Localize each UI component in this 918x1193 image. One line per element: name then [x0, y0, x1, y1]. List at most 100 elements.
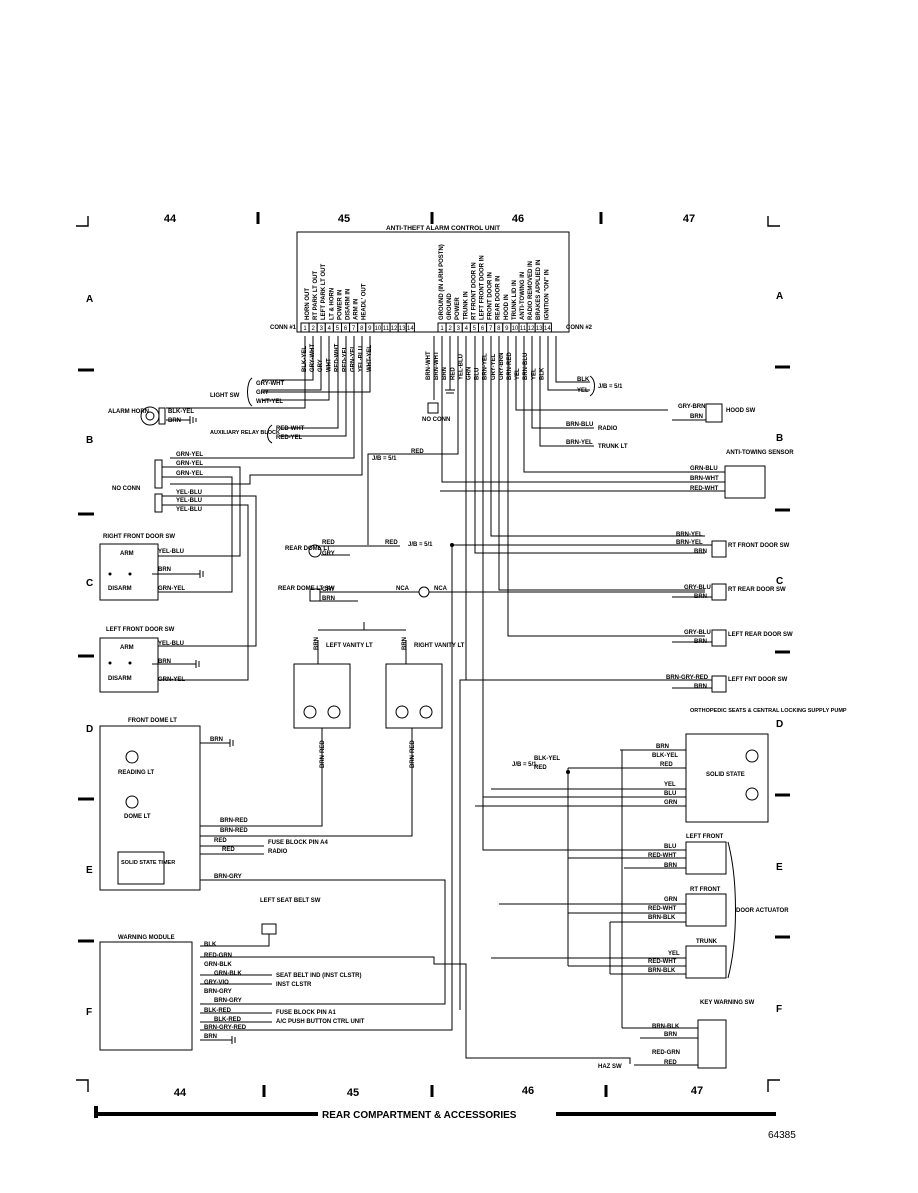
dome-lt-label: DOME LT [124, 814, 151, 820]
conn2-function-label: GROUND [447, 293, 453, 320]
conn2-function-label: BRAKES APPLIED IN [536, 260, 542, 320]
conn2-function-label: IGNITION "ON" IN [544, 269, 550, 320]
no-conn-wire-2: GRN-YEL [176, 461, 203, 467]
rt-front-door-label: RT FRONT DOOR SW [728, 543, 790, 549]
rt-front-wire-3: BRN [694, 549, 707, 555]
warning-wire-1: BLK [204, 942, 217, 948]
radio-and-trunk-light: BRN-BLU RADIO BRN-YEL TRUNK LT [566, 422, 628, 450]
conn1-label: CONN #1 [270, 325, 297, 331]
light-sw-wire-2: GRY [256, 390, 269, 396]
radio-label: RADIO [598, 426, 618, 432]
haz-sw-label: HAZ SW [598, 1064, 622, 1070]
zone-row-e: E [86, 865, 93, 876]
warning-wire-11: BRN [204, 1034, 217, 1040]
conn2-function-label: GROUND (IN ARM POSTN) [439, 244, 445, 320]
dome-wire-6: BRN-GRY [214, 874, 242, 880]
anti-towing-wire-2: BRN-WHT [690, 476, 719, 482]
conn1-harness [166, 336, 371, 485]
conn2-wire-color: BLK [539, 367, 545, 380]
zone-row-f: F [86, 1007, 92, 1018]
conn2-wire-color: BRN-RED [507, 352, 513, 380]
conn2-wire-color: BLU [475, 368, 481, 380]
zone-row-a-right: A [776, 291, 783, 302]
conn2-pin-number: 2 [448, 326, 452, 332]
warning-wire-10: BRN-GRY-RED [204, 1025, 247, 1031]
conn2-pin-number: 9 [505, 326, 509, 332]
nca-label-1: NCA [396, 586, 410, 592]
key-wire-3: RED-GRN [652, 1050, 680, 1056]
left-front-wire-2: RED-WHT [648, 853, 677, 859]
rear-dome-lt-label: REAR DOME LT [285, 546, 331, 552]
left-vanity-wire-top: BRN [314, 637, 320, 650]
center-jb-label: J/B = 5/1 [372, 456, 397, 462]
left-fnt-door-switch: LEFT FNT DOOR SW BRN-GRY-RED BRN [460, 675, 788, 693]
conn2-harness [367, 336, 725, 1010]
lf-door-sw-label: LEFT FRONT DOOR SW [106, 627, 175, 633]
conn1-pin-number: 12 [391, 326, 398, 332]
rt-rear-wire-1: GRY-BLU [684, 585, 711, 591]
conn1-function-label: LEFT PARK LT OUT [321, 264, 327, 320]
conn2-function-label: TRUNK LID IN [512, 280, 518, 320]
conn1-function-label: HEADL' OUT [362, 283, 368, 320]
conn2-function-label: TRUNK IN [463, 291, 469, 320]
conn2-pin-number: 4 [465, 326, 469, 332]
conn2-pin-number: 1 [440, 326, 444, 332]
rt-front-actuator: RT FRONT GRN RED-WHT BRN-BLK [499, 887, 727, 927]
right-jb-label: J/B = 5/1 [598, 384, 623, 390]
zone-col-45-bottom: 45 [347, 1087, 359, 1099]
rear-dome-red-b: RED [385, 540, 398, 546]
lf-door-arm: ARM [120, 645, 134, 651]
aux-relay-wire-1: RED-WHT [276, 426, 305, 432]
center-junction-block: J/B = 5/1 RED [372, 449, 424, 462]
light-sw-wire-3: WHT-YEL [256, 399, 283, 405]
lf-door-wire-2: BRN [158, 659, 171, 665]
ortho-jb-label: J/B = 5/1 [512, 762, 537, 768]
zone-row-a: A [86, 294, 93, 305]
lf-door-disarm: DISARM [108, 676, 132, 682]
conn1-function-label: RT PARK LT OUT [313, 271, 319, 320]
conn1-pin-number: 5 [336, 326, 340, 332]
zone-row-c: C [86, 578, 93, 589]
hood-wire-2: BRN [690, 414, 703, 420]
conn1-function-label: DISARM IN [346, 289, 352, 320]
dome-wire-3: BRN-RED [220, 828, 248, 834]
conn1-pin-number: 4 [328, 326, 332, 332]
conn2-pin-number: 14 [544, 326, 551, 332]
zone-col-46-bottom: 46 [522, 1085, 534, 1097]
rt-front-act-wire-2: RED-WHT [648, 906, 677, 912]
lf-door-wire-3: GRN-YEL [158, 677, 185, 683]
conn2-wire-color: BRN-WHT [426, 351, 432, 380]
ground-icon [189, 416, 197, 424]
no-conn-wire-3: GRN-YEL [176, 471, 203, 477]
conn1-pin-number: 9 [368, 326, 372, 332]
rear-dome-sw-gry: GRY [322, 587, 335, 593]
hood-sw-label: HOOD SW [726, 408, 756, 414]
right-vanity-wire-top: BRN [402, 637, 408, 650]
rear-dome-sw-label: REAR DOME LT SW [278, 586, 335, 592]
control-unit-title: ANTI-THEFT ALARM CONTROL UNIT [386, 225, 500, 232]
conn2-pin-number: 5 [473, 326, 477, 332]
ortho-blk-yel: BLK-YEL [534, 756, 560, 762]
conn1-function-label: ARM IN [354, 299, 360, 320]
conn2-wire-color: BRN-WHT [434, 351, 440, 380]
ground-icon [195, 660, 200, 668]
rt-front-act-wire-1: GRN [664, 897, 677, 903]
warning-wire-3: GRN-BLK [204, 962, 232, 968]
ground-icon [231, 1036, 236, 1044]
trunk-actuator: TRUNK YEL RED-WHT BRN-BLK DOOR ACTUATOR [491, 768, 789, 979]
warning-module-label: WARNING MODULE [118, 935, 175, 941]
rf-door-wire-2: BRN [158, 567, 171, 573]
alarm-horn-label: ALARM HORN [108, 409, 149, 415]
rf-door-wire-3: GRN-YEL [158, 586, 185, 592]
rf-door-arm: ARM [120, 551, 134, 557]
left-fnt-wire-2: BRN [694, 684, 707, 690]
lf-door-wire-1: YEL-BLU [158, 641, 184, 647]
left-seat-belt-switch: LEFT SEAT BELT SW [260, 898, 321, 935]
conn2-function-label: RADIO REMOVED IN [528, 261, 534, 320]
conn2-wire-color: YEL [531, 368, 537, 380]
left-front-door-switch: LEFT FRONT DOOR SW ARM DISARM YEL-BLU BR… [99, 627, 200, 693]
light-switch: GRY-WHT GRY WHT-YEL LIGHT SW [210, 377, 284, 407]
